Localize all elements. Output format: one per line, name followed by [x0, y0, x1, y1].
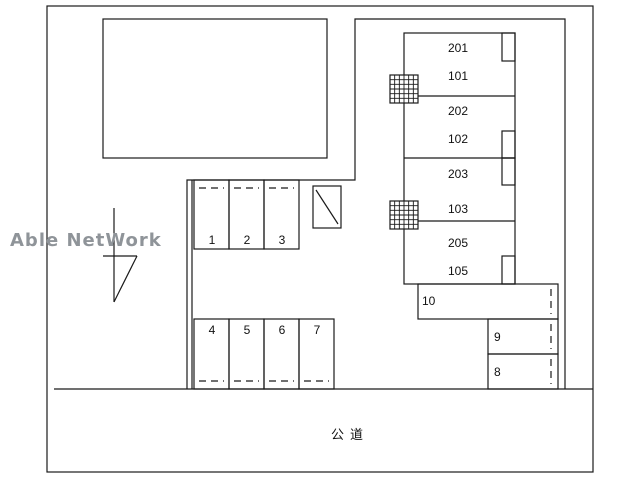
parking-number: 5 — [244, 323, 251, 337]
parking-number: 6 — [279, 323, 286, 337]
parking-space — [487, 353, 559, 390]
plan-border — [46, 5, 594, 473]
parking-number: 1 — [209, 233, 216, 247]
parking-number: 10 — [422, 294, 436, 308]
storage-box-diagonal — [315, 189, 339, 225]
parking-number: 8 — [494, 365, 501, 379]
road-label: 公道 — [331, 428, 369, 443]
parking-number: 7 — [314, 323, 321, 337]
storage-box — [312, 185, 342, 229]
parking-number: 9 — [494, 330, 501, 344]
unit-label: 203 — [448, 167, 468, 181]
unit-label: 202 — [448, 104, 468, 118]
unit-label: 102 — [448, 132, 468, 146]
parking-space — [417, 283, 559, 320]
north-arrow-icon — [103, 208, 138, 303]
watermark-text: Able NetWork — [10, 230, 162, 251]
parking-space — [263, 179, 300, 250]
property-boundary — [186, 18, 566, 389]
balcony — [501, 32, 516, 62]
staircase-grid — [389, 200, 419, 230]
unit-label: 103 — [448, 202, 468, 216]
parking-number: 2 — [244, 233, 251, 247]
unit-label: 105 — [448, 264, 468, 278]
unit-label: 101 — [448, 69, 468, 83]
unit-label: 201 — [448, 41, 468, 55]
staircase-grid — [389, 74, 419, 104]
parking-space — [298, 318, 335, 390]
parking-number: 3 — [279, 233, 286, 247]
neighbor-building — [102, 18, 328, 159]
unit-label: 205 — [448, 236, 468, 250]
balcony — [501, 157, 516, 186]
parking-number: 4 — [209, 323, 216, 337]
